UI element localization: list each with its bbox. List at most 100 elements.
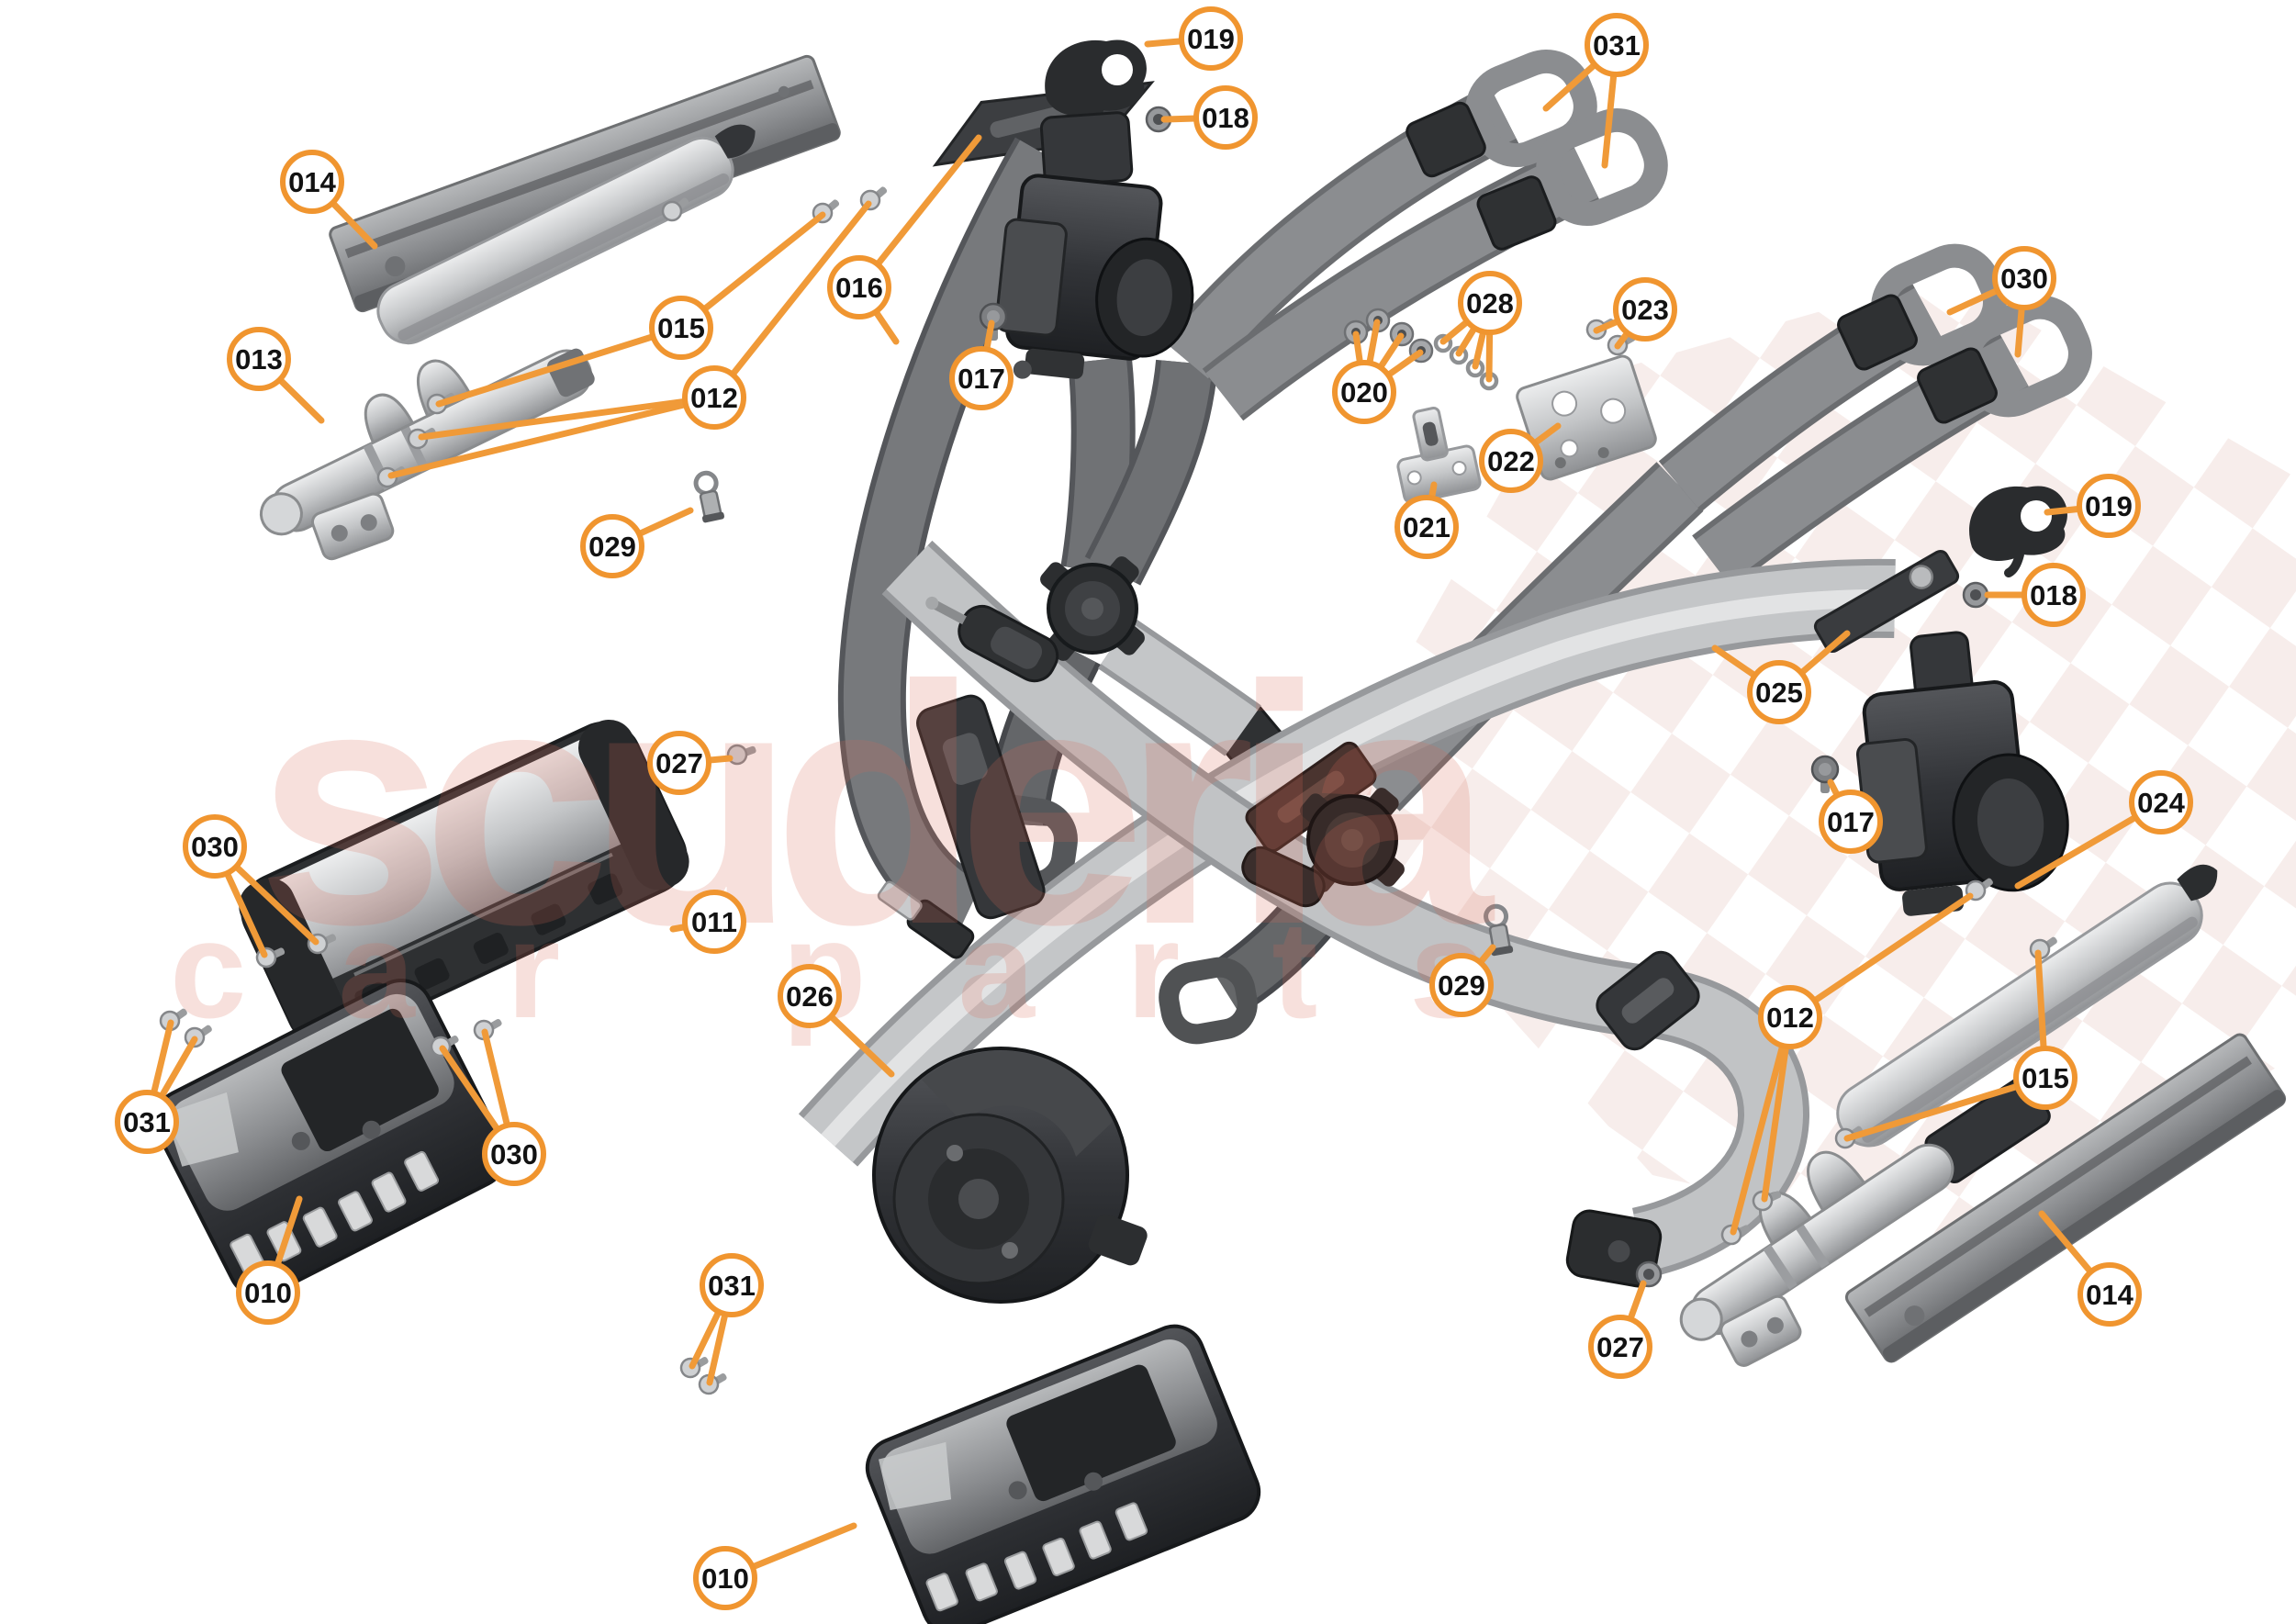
callout-017[interactable]: 017 [1819, 778, 1883, 854]
callout-026[interactable]: 026 [778, 964, 895, 1078]
part-buckle-housing-right [1241, 846, 1326, 908]
callout-031[interactable]: 031 [115, 1019, 198, 1154]
callout-circle [1332, 360, 1396, 424]
callout-number: 031 [708, 1270, 756, 1302]
callout-number: 014 [2086, 1279, 2134, 1311]
callout-023[interactable]: 023 [1593, 277, 1677, 350]
callout-010[interactable]: 010 [693, 1522, 857, 1610]
callout-number: 016 [835, 272, 883, 304]
callout-number: 017 [1827, 806, 1875, 838]
callout-circle [649, 296, 713, 360]
callout-029[interactable]: 029 [580, 507, 694, 578]
callout-030[interactable]: 030 [1946, 246, 2056, 358]
callout-027[interactable]: 027 [647, 731, 734, 795]
callout-circle [682, 890, 746, 954]
part-clip-029-left [693, 470, 725, 523]
bolt-icon [1810, 755, 1840, 793]
callout-number: 012 [690, 382, 738, 414]
nut-icon [1145, 106, 1172, 133]
callout-number: 018 [2030, 579, 2078, 611]
callout-number: 019 [1187, 23, 1235, 55]
callout-015[interactable]: 015 [1843, 949, 2078, 1142]
leader-line [1730, 1014, 1794, 1236]
callout-circle [1179, 6, 1243, 71]
callout-018[interactable]: 018 [1160, 85, 1258, 150]
callout-024[interactable]: 024 [2014, 770, 2193, 890]
callout-circle [115, 1090, 179, 1154]
leader-line [387, 394, 718, 479]
part-pretensioner-tube-left [259, 348, 595, 561]
callout-014[interactable]: 014 [2038, 1210, 2142, 1327]
leader-line [711, 200, 872, 401]
callout-number: 030 [191, 831, 239, 863]
leader-line [435, 324, 685, 408]
callout-circle [2013, 1046, 2078, 1110]
callout-030[interactable]: 030 [183, 814, 319, 958]
callout-number: 022 [1487, 445, 1535, 477]
callout-number: 013 [235, 343, 283, 375]
callout-circle [1585, 13, 1649, 77]
callout-030[interactable]: 030 [439, 1028, 546, 1186]
callout-circle [1758, 985, 1822, 1049]
callout-circle [1819, 790, 1883, 854]
callout-010[interactable]: 010 [236, 1195, 303, 1325]
callout-019[interactable]: 019 [1144, 6, 1243, 71]
callout-016[interactable]: 016 [827, 134, 982, 345]
part-belt-anchor-center [916, 694, 1046, 920]
callout-020[interactable]: 020 [1332, 319, 1424, 424]
callout-circle [183, 814, 247, 879]
callout-number: 029 [588, 531, 636, 563]
part-clip-029-right [1484, 903, 1514, 957]
callout-012[interactable]: 012 [387, 200, 872, 479]
callout-number: 026 [786, 980, 834, 1013]
callout-029[interactable]: 029 [1429, 944, 1496, 1017]
callout-number: 018 [1202, 102, 1249, 134]
callout-028[interactable]: 028 [1439, 271, 1522, 383]
part-retractor-right [1855, 631, 2069, 916]
callout-number: 027 [1596, 1331, 1644, 1363]
callout-021[interactable]: 021 [1394, 481, 1459, 559]
callout-number: 015 [657, 312, 705, 344]
part-latch-tongue-center [877, 880, 975, 959]
callout-022[interactable]: 022 [1479, 422, 1562, 493]
part-pretensioner-cover-left [376, 124, 756, 345]
callout-019[interactable]: 019 [2044, 474, 2141, 538]
callout-circle [236, 1260, 300, 1325]
callout-number: 020 [1340, 376, 1388, 409]
callout-012[interactable]: 012 [1730, 892, 1974, 1236]
callout-031[interactable]: 031 [1542, 13, 1649, 169]
watermark-line2: car parts [170, 892, 1578, 1047]
callout-number: 028 [1466, 287, 1514, 319]
callout-circle [682, 365, 746, 430]
callout-014[interactable]: 014 [280, 150, 378, 250]
callout-015[interactable]: 015 [435, 211, 826, 408]
callout-018[interactable]: 018 [1984, 563, 2086, 627]
callout-027[interactable]: 027 [1588, 1280, 1652, 1379]
belt-keepers [1214, 101, 1998, 789]
part-trim-channel-lower-right [1844, 1033, 2287, 1363]
part-buckle-housing-left [925, 596, 1059, 683]
part-belt-adjuster [1596, 950, 1700, 1051]
callout-013[interactable]: 013 [227, 327, 325, 424]
part-pretensioner-cover-right [1836, 864, 2218, 1148]
part-latch-bracket-021 [1396, 407, 1482, 504]
callout-017[interactable]: 017 [949, 319, 1014, 410]
callout-circle [949, 346, 1014, 410]
callout-025[interactable]: 025 [1711, 630, 1851, 724]
callout-011[interactable]: 011 [669, 890, 746, 954]
part-airbag-module-011 [239, 719, 689, 1048]
part-airbag-housing-lower [865, 1324, 1261, 1624]
callout-circle [1479, 429, 1543, 493]
screw-icon [2029, 936, 2057, 960]
callout-031[interactable]: 031 [689, 1253, 764, 1386]
leader-line [1843, 1074, 2049, 1142]
callout-number: 011 [691, 906, 737, 938]
screw-icon [661, 197, 689, 222]
callout-number: 021 [1403, 511, 1450, 543]
part-inertia-reel-026 [872, 1047, 1148, 1304]
callout-circle [580, 514, 644, 578]
watermark-text: scuderia car parts [170, 616, 1578, 1047]
watermark-line1: scuderia [256, 616, 1495, 995]
callout-number: 031 [123, 1106, 171, 1138]
